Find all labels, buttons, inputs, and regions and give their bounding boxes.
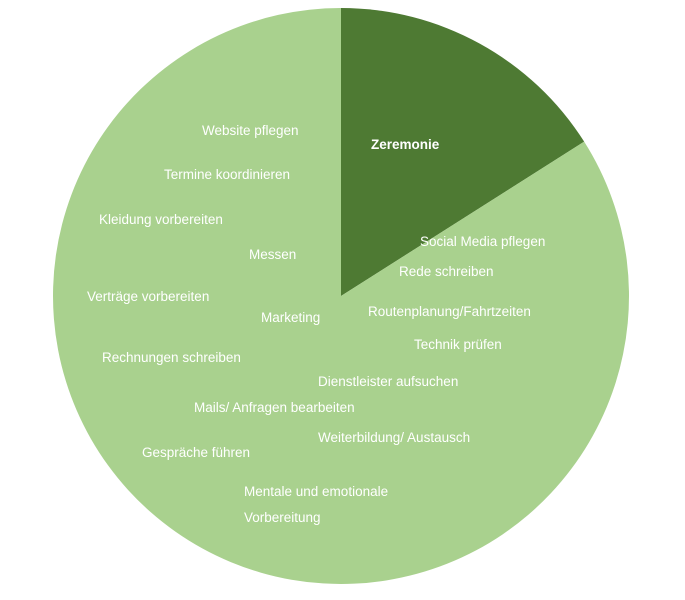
- pie-slice-rest: [53, 8, 630, 584]
- pie-slice-zeremonie: [341, 8, 585, 296]
